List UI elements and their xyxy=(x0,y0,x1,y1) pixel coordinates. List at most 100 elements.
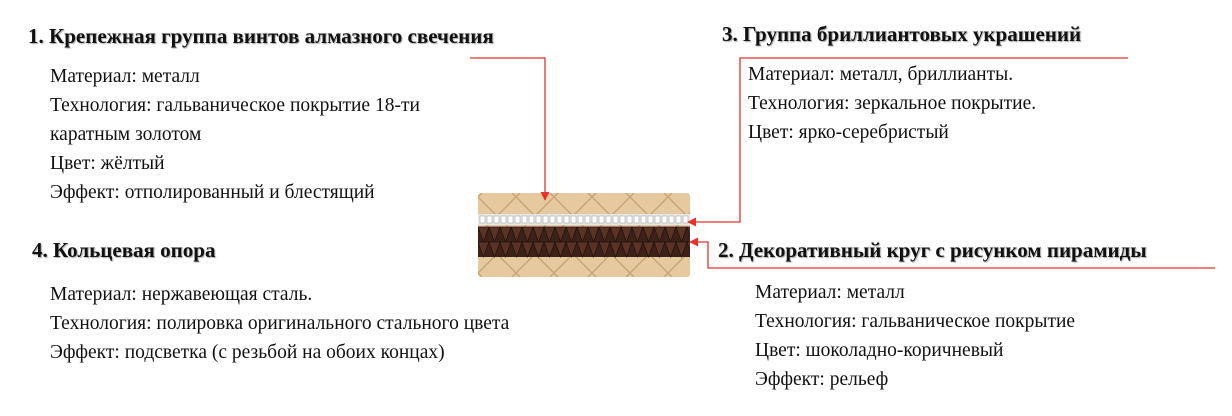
ring-pyramid-stud xyxy=(686,226,690,244)
spec-line: Материал: металл xyxy=(50,66,200,87)
ring-diamond-stone xyxy=(682,215,689,224)
ring-diamond-stone xyxy=(633,215,640,224)
spec-line: Эффект: рельеф xyxy=(755,369,889,390)
ring-diamond-stone xyxy=(514,215,521,224)
ring-diamond-stone xyxy=(626,215,633,224)
ring-diamond-stone xyxy=(640,215,647,224)
callout-line-fastening-screws xyxy=(470,57,550,201)
ring-pyramid-row xyxy=(478,226,690,259)
spec-line: Цвет: шоколадно-коричневый xyxy=(755,340,1004,361)
ring-diamond-stone xyxy=(612,215,619,224)
ring-pyramid-stud xyxy=(543,241,556,259)
spec-line: Цвет: жёлтый xyxy=(50,153,165,174)
ring-diamond-stone xyxy=(563,215,570,224)
spec-line: Цвет: ярко-серебристый xyxy=(748,122,949,143)
ring-diamond-stone xyxy=(493,215,500,224)
ring-diamond-stone xyxy=(479,215,486,224)
ring-diamond-stone xyxy=(507,215,514,224)
ring-diamond-stone xyxy=(521,215,528,224)
ring-pyramid-stud xyxy=(598,226,611,244)
ring-diamond-stone xyxy=(654,215,661,224)
ring-pyramid-stud xyxy=(664,241,677,259)
ring-lattice-line xyxy=(663,193,690,277)
ring-pyramid-stud xyxy=(642,226,655,244)
ring-diamond-stone xyxy=(542,215,549,224)
spec-line: Эффект: подсветка (с резьбой на обоих ко… xyxy=(50,342,445,363)
ring-diamond-stone xyxy=(549,215,556,224)
ring-diamond-stone xyxy=(675,215,682,224)
ring-pyramid-stud xyxy=(576,241,589,259)
spec-line: Материал: нержавеющая сталь. xyxy=(50,284,313,305)
ring-pyramid-stud xyxy=(521,241,534,259)
ring-pyramid-stud xyxy=(499,241,512,259)
ring-diamond-stone xyxy=(584,215,591,224)
spec-list-diamond-group: Материал: металл, бриллианты. Технология… xyxy=(748,60,1036,147)
ring-pyramid-stud xyxy=(675,226,688,244)
spec-line: Материал: металл, бриллианты. xyxy=(748,64,1014,85)
ring-pyramid-stud xyxy=(565,241,578,259)
spec-line: Технология: зеркальное покрытие. xyxy=(748,93,1037,114)
section-title-fastening-screws: 1. Крепежная группа винтов алмазного све… xyxy=(28,24,494,48)
section-title-pyramid-circle: 2. Декоративный круг с рисунком пирамиды xyxy=(718,238,1147,262)
ring-pyramid-stud xyxy=(554,241,567,259)
ring-diamond-stone xyxy=(619,215,626,224)
ring-diamond-stone xyxy=(528,215,535,224)
ring-diamond-stone xyxy=(647,215,654,224)
spec-line: Технология: полировка оригинального стал… xyxy=(50,313,510,334)
ring-pyramid-stud xyxy=(554,226,567,244)
ring-lattice-line xyxy=(663,193,690,277)
ring-pyramid-stud xyxy=(532,226,545,244)
ring-illustration xyxy=(478,193,690,277)
ring-diamond-stone xyxy=(668,215,675,224)
ring-pyramid-stud xyxy=(576,226,589,244)
spec-line: Технология: гальваническое покрытие 18-т… xyxy=(50,95,420,116)
section-title-ring-support: 4. Кольцевая опора xyxy=(32,238,216,262)
ring-pyramid-stud xyxy=(620,241,633,259)
spec-line: каратным золотом xyxy=(50,124,202,145)
ring-diamond-stone xyxy=(535,215,542,224)
ring-diamond-stone xyxy=(570,215,577,224)
ring-pyramid-stud xyxy=(510,226,523,244)
ring-pyramid-stud xyxy=(609,226,622,244)
ring-diamond-strip xyxy=(478,214,690,225)
spec-line: Технология: гальваническое покрытие xyxy=(755,311,1076,332)
ring-pyramid-stud xyxy=(598,241,611,259)
ring-pyramid-stud xyxy=(521,226,534,244)
ring-pyramid-stud xyxy=(675,241,688,259)
ring-pyramid-stud xyxy=(488,241,501,259)
ring-lattice-line xyxy=(478,193,521,277)
ring-diamond-stone xyxy=(661,215,668,224)
ring-pyramid-stud xyxy=(587,241,600,259)
spec-list-fastening-screws: Материал: металл Технология: гальваничес… xyxy=(50,62,420,207)
ring-pyramid-stud xyxy=(620,226,633,244)
ring-pyramid-stud xyxy=(478,226,490,244)
ring-lattice-line xyxy=(478,193,521,277)
ring-pyramid-stud xyxy=(499,226,512,244)
spec-line: Материал: металл xyxy=(755,282,905,303)
ring-pyramid-stud xyxy=(532,241,545,259)
ring-pyramid-stud xyxy=(664,226,677,244)
ring-pyramid-stud xyxy=(609,241,622,259)
ring-diamond-stone xyxy=(500,215,507,224)
ring-diamond-stone xyxy=(598,215,605,224)
spec-list-ring-support: Материал: нержавеющая сталь. Технология:… xyxy=(50,280,509,367)
ring-diamond-stone xyxy=(577,215,584,224)
ring-pyramid-stud xyxy=(653,226,666,244)
ring-diamond-stone xyxy=(556,215,563,224)
ring-diamond-row xyxy=(479,215,689,224)
spec-line: Эффект: отполированный и блестящий xyxy=(50,182,375,203)
ring-pyramid-stud xyxy=(587,226,600,244)
ring-diamond-stone xyxy=(605,215,612,224)
ring-pyramid-stud xyxy=(631,226,644,244)
ring-pyramid-stud xyxy=(510,241,523,259)
ring-pyramid-stud xyxy=(642,241,655,259)
ring-pyramid-stud xyxy=(631,241,644,259)
section-title-diamond-group: 3. Группа бриллиантовых украшений xyxy=(722,22,1082,46)
ring-pyramid-stud xyxy=(653,241,666,259)
ring-pyramid-stud xyxy=(565,226,578,244)
ring-diamond-stone xyxy=(591,215,598,224)
ring-pyramid-stud xyxy=(488,226,501,244)
spec-list-pyramid-circle: Материал: металл Технология: гальваничес… xyxy=(755,278,1075,394)
ring-pyramid-stud xyxy=(478,241,490,259)
